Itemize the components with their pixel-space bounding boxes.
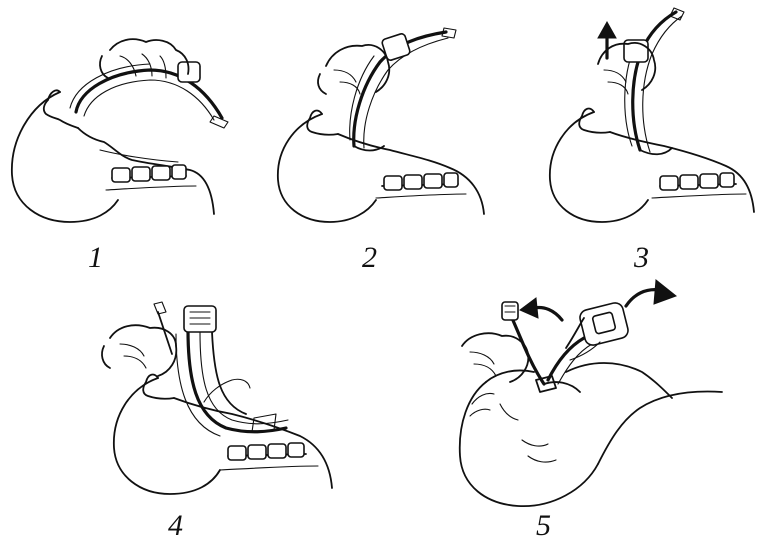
step-2-panel: 2 (278, 28, 484, 274)
airway-device (350, 28, 456, 151)
step-5-label: 5 (536, 509, 551, 542)
step-1-panel: 1 (12, 39, 228, 274)
airway-device (624, 8, 684, 154)
pull-arrow-left (520, 298, 562, 320)
patient-head-frontal-tilted (460, 363, 722, 506)
operator-hand (100, 39, 189, 78)
step-5-panel: 5 (460, 280, 722, 542)
step-4-label: 4 (168, 509, 183, 542)
patient-head-profile (278, 111, 484, 222)
patient-head-profile (550, 109, 754, 222)
cervical-vertebrae (652, 173, 746, 198)
step-2-label: 2 (362, 241, 377, 274)
operator-hand (462, 333, 528, 382)
step-3-panel: 3 (550, 8, 754, 274)
airway-device (176, 306, 288, 436)
cervical-vertebrae (220, 443, 318, 470)
removed-device (548, 301, 630, 384)
patient-head-profile (12, 90, 214, 222)
step-3-label: 3 (633, 241, 649, 274)
step-1-label: 1 (88, 241, 103, 274)
pull-arrow-right (626, 280, 676, 306)
airway-device (70, 62, 228, 128)
operator-hand (318, 45, 389, 94)
cervical-vertebrae (376, 173, 466, 198)
cervical-vertebrae (106, 165, 196, 190)
step-4-panel: 4 (102, 302, 332, 542)
withdraw-arrow-up (598, 22, 616, 58)
